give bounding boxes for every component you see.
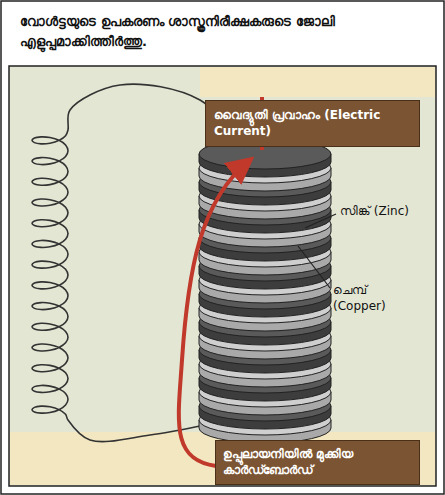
box-text: വൈദ്യുതി പ്രവാഹം (Electric Current) [214,107,411,139]
box-text: ഉപ്പുലായനിയിൽ മുക്കിയ കാർഡ്ബോർഡ് [223,446,412,478]
caption-box: വൈദ്യുതി പ്രവാഹം (Electric Current) [205,100,420,147]
copper-leader [298,246,330,288]
zinc-label: സിങ്ക് (Zinc) [340,203,435,219]
floor-band [10,432,435,485]
panel [9,66,436,486]
copper-label: ചെമ്പ് (Copper) [333,282,423,314]
voltaic-pile [199,139,331,443]
caption-box: ഉപ്പുലായനിയിൽ മുക്കിയ കാർഡ്ബോർഡ് [215,440,420,485]
title: വോൾട്ടയുടെ ഉപകരണം ശാസ്ത്രനിരീക്ഷകരുടെ ജോ… [20,12,425,51]
zinc-leader [305,214,336,228]
top-band [200,67,435,97]
current-arrow [179,160,250,466]
